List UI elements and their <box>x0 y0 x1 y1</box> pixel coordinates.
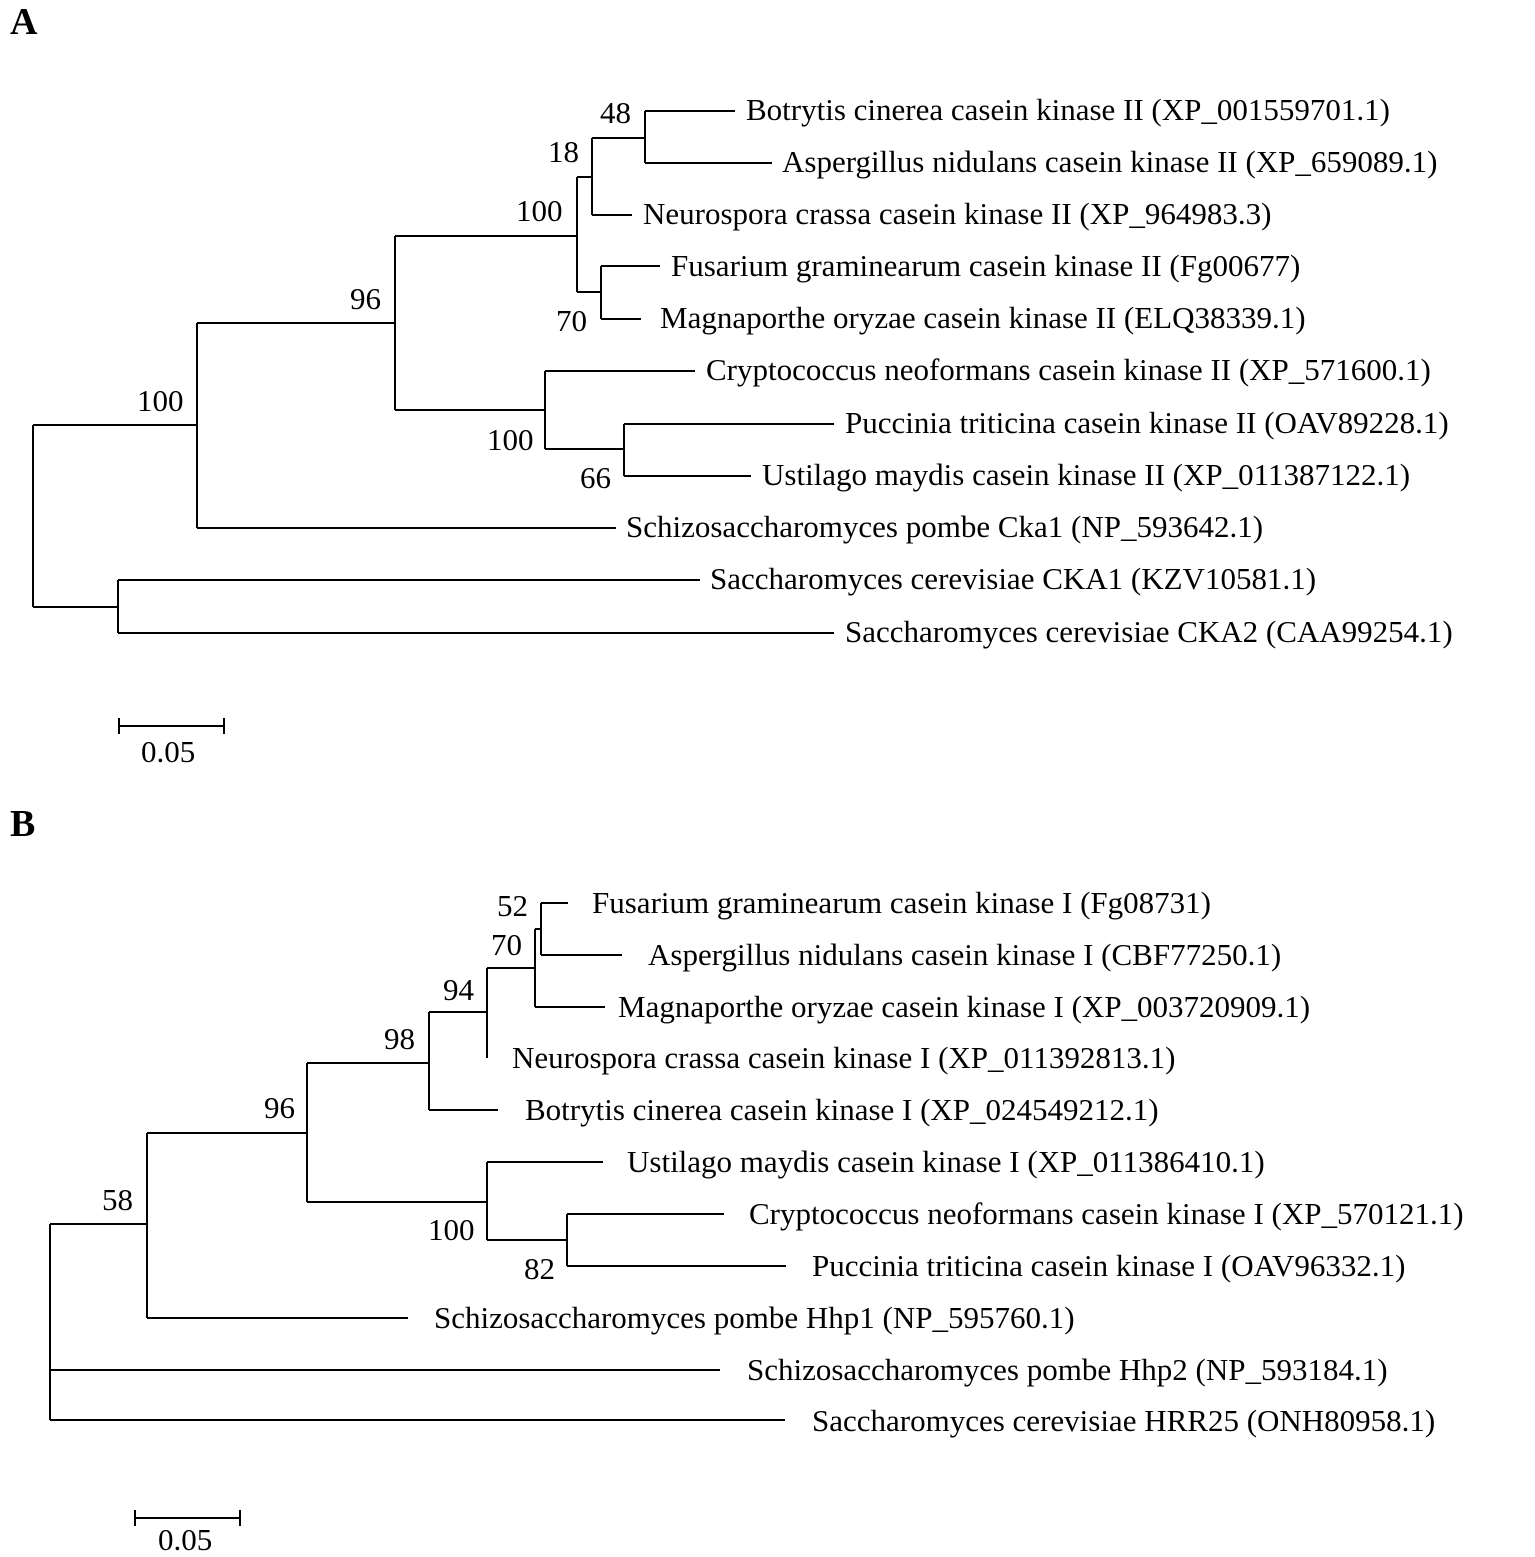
leaf-label: Saccharomyces cerevisiae CKA2 (CAA99254.… <box>845 614 1453 649</box>
bootstrap-value: 100 <box>516 193 563 228</box>
panel-b-leaf-labels: Fusarium graminearum casein kinase I (Fg… <box>434 885 1464 1438</box>
leaf-label: Cryptococcus neoformans casein kinase I … <box>749 1196 1464 1231</box>
leaf-label: Aspergillus nidulans casein kinase I (CB… <box>648 937 1281 972</box>
leaf-label: Ustilago maydis casein kinase II (XP_011… <box>762 457 1410 492</box>
panel-b-bootstrap-values: 52 70 94 98 96 100 82 58 <box>102 888 555 1286</box>
leaf-label: Magnaporthe oryzae casein kinase I (XP_0… <box>618 989 1310 1024</box>
leaf-label: Schizosaccharomyces pombe Hhp2 (NP_59318… <box>747 1352 1388 1387</box>
bootstrap-value: 58 <box>102 1182 133 1217</box>
leaf-label: Saccharomyces cerevisiae CKA1 (KZV10581.… <box>710 561 1316 596</box>
leaf-label: Neurospora crassa casein kinase II (XP_9… <box>643 196 1271 231</box>
leaf-label: Botrytis cinerea casein kinase II (XP_00… <box>746 92 1390 127</box>
leaf-label: Aspergillus nidulans casein kinase II (X… <box>782 144 1438 179</box>
leaf-label: Saccharomyces cerevisiae HRR25 (ONH80958… <box>812 1403 1435 1438</box>
leaf-label: Cryptococcus neoformans casein kinase II… <box>706 352 1431 387</box>
panel-a-leaf-labels: Botrytis cinerea casein kinase II (XP_00… <box>626 92 1453 649</box>
leaf-label: Magnaporthe oryzae casein kinase II (ELQ… <box>660 300 1306 335</box>
bootstrap-value: 94 <box>443 972 475 1007</box>
bootstrap-value: 100 <box>137 383 184 418</box>
panel-b-letter: B <box>10 803 35 845</box>
panel-a-letter: A <box>10 1 38 43</box>
panel-a: A <box>10 1 1453 769</box>
bootstrap-value: 100 <box>487 422 534 457</box>
bootstrap-value: 52 <box>497 888 528 923</box>
leaf-label: Fusarium graminearum casein kinase I (Fg… <box>592 885 1211 920</box>
leaf-label: Schizosaccharomyces pombe Cka1 (NP_59364… <box>626 509 1263 544</box>
bootstrap-value: 66 <box>580 460 611 495</box>
scale-bar-label: 0.05 <box>158 1522 212 1557</box>
bootstrap-value: 18 <box>548 134 579 169</box>
panel-b-scale-bar: 0.05 <box>134 1510 241 1557</box>
bootstrap-value: 70 <box>491 927 522 962</box>
bootstrap-value: 48 <box>600 95 631 130</box>
leaf-label: Fusarium graminearum casein kinase II (F… <box>671 248 1300 283</box>
bootstrap-value: 70 <box>556 303 587 338</box>
bootstrap-value: 96 <box>264 1090 295 1125</box>
scale-bar-label: 0.05 <box>141 734 195 769</box>
leaf-label: Schizosaccharomyces pombe Hhp1 (NP_59576… <box>434 1300 1075 1335</box>
bootstrap-value: 96 <box>350 281 381 316</box>
panel-b: B <box>10 803 1464 1557</box>
leaf-label: Puccinia triticina casein kinase I (OAV9… <box>812 1248 1405 1283</box>
leaf-label: Neurospora crassa casein kinase I (XP_01… <box>512 1040 1175 1075</box>
bootstrap-value: 98 <box>384 1021 415 1056</box>
panel-a-scale-bar: 0.05 <box>118 718 225 769</box>
panel-a-bootstrap-values: 48 18 100 70 96 100 66 100 <box>137 95 631 495</box>
leaf-label: Ustilago maydis casein kinase I (XP_0113… <box>627 1144 1265 1179</box>
leaf-label: Puccinia triticina casein kinase II (OAV… <box>845 405 1449 440</box>
bootstrap-value: 100 <box>428 1212 475 1247</box>
panel-b-tree-branches <box>49 902 786 1421</box>
bootstrap-value: 82 <box>524 1251 555 1286</box>
leaf-label: Botrytis cinerea casein kinase I (XP_024… <box>525 1092 1159 1127</box>
panel-a-tree-branches <box>32 110 834 634</box>
